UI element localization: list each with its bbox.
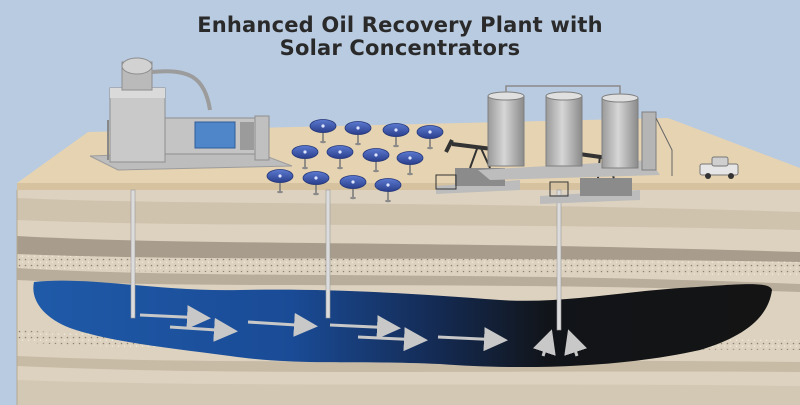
solar-dish: [344, 121, 372, 146]
reservoir: [33, 280, 772, 368]
solar-dish: [396, 151, 424, 176]
solar-concentrator-field: [266, 119, 444, 203]
solar-dish: [266, 169, 294, 194]
diagram-title: Enhanced Oil Recovery Plant with Solar C…: [0, 14, 800, 60]
solar-dish: [302, 171, 330, 196]
production-well: [556, 189, 562, 331]
storage-tanks: [478, 85, 673, 180]
solar-dish: [382, 123, 410, 148]
oil-upflow-arrows: [532, 329, 588, 357]
solar-dish: [339, 175, 367, 200]
solar-dish: [374, 178, 402, 203]
solar-dish: [362, 148, 390, 173]
diagram-title-line-1: Enhanced Oil Recovery Plant with: [197, 13, 603, 37]
steam-generator-plant: [89, 57, 293, 171]
solar-dish: [416, 125, 444, 150]
solar-dish: [291, 145, 319, 170]
solar-dish: [309, 119, 337, 144]
diagram-title-line-2: Solar Concentrators: [279, 36, 521, 60]
well-pipes: [130, 189, 562, 331]
injection-well-1: [130, 189, 136, 319]
solar-dish: [326, 145, 354, 170]
injection-well-2: [325, 189, 331, 319]
pickup-truck: [699, 156, 739, 179]
ground-surface-front-edge: [17, 183, 800, 190]
water-flow-arrows: [139, 305, 508, 352]
